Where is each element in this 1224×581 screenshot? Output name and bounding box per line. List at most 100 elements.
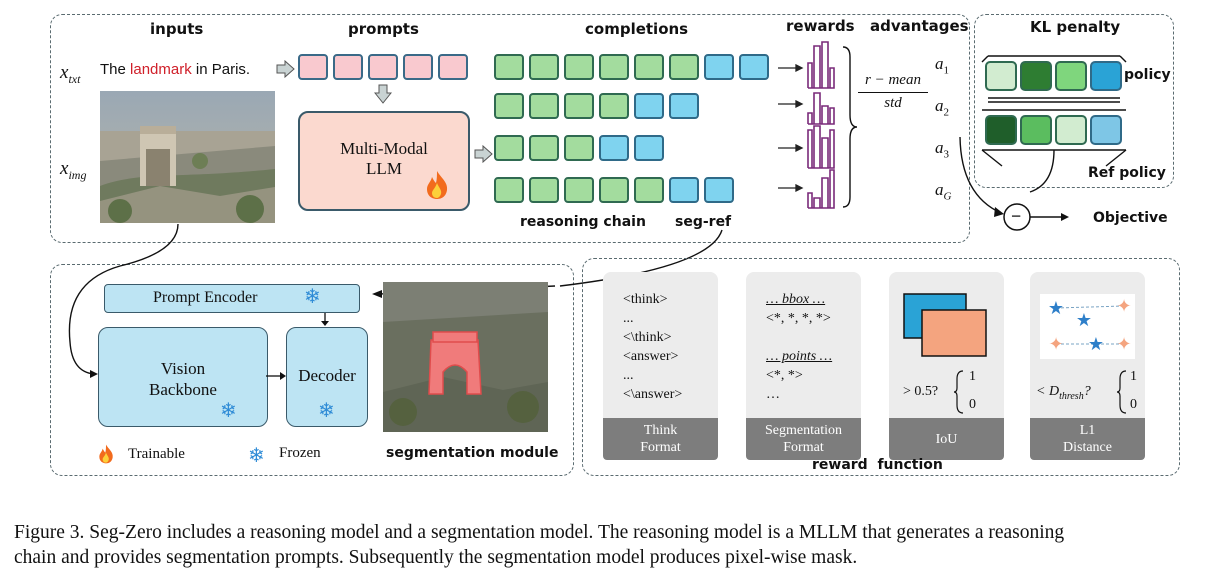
completion-token: [599, 93, 629, 119]
prompt-token: [368, 54, 398, 80]
input-image: [100, 91, 275, 223]
svg-text:★: ★: [1048, 298, 1064, 318]
seg-ref-token: [704, 54, 734, 80]
prompt-token: [403, 54, 433, 80]
completion-token: [564, 135, 594, 161]
segmentation-output-image: [383, 282, 548, 432]
completion-token: [494, 177, 524, 203]
seg-ref-token: [599, 135, 629, 161]
svg-text:✦: ✦: [1116, 296, 1131, 316]
reward-function-title: reward function: [812, 457, 943, 473]
segmentation-module-panel: [50, 264, 574, 476]
l1-zero: 0: [1130, 397, 1137, 412]
svg-text:✦: ✦: [1048, 334, 1063, 354]
iou-footer: IoU: [889, 418, 1004, 460]
iou-card: > 0.5? 1 0 IoU: [889, 272, 1004, 460]
image-to-backbone-connector: [68, 223, 179, 378]
x-img-label: ximg: [60, 158, 87, 182]
svg-text:★: ★: [1088, 334, 1104, 354]
encoder-to-decoder-arrow: [321, 313, 329, 326]
x-txt-label: xtxt: [60, 62, 81, 86]
ref-policy-label: Ref policy: [1088, 165, 1166, 181]
reward-function-panel: [582, 258, 1180, 476]
completion-token: [564, 93, 594, 119]
seg-ref-token: [704, 177, 734, 203]
advantage-a3: a3: [935, 138, 949, 161]
segmentation-format-footer: Segmentation Format: [746, 418, 861, 460]
decoder: Decoder: [286, 327, 368, 427]
completion-token: [529, 54, 559, 80]
snowflake-icon: ❄: [304, 286, 321, 308]
l1-distance-card: ★ ✦ ★ ★ ✦ ✦ < Dthresh? 1 0 L1 Distance: [1030, 272, 1145, 460]
backbone-to-decoder-arrow: [266, 372, 286, 380]
caption-line-2: chain and provides segmentation prompts.…: [14, 547, 858, 568]
completion-token: [599, 54, 629, 80]
completion-token: [494, 135, 524, 161]
iou-condition: > 0.5?: [903, 384, 939, 399]
seg-ref-token: [634, 93, 664, 119]
rewards-bars: [778, 41, 835, 209]
prompt-encoder: Prompt Encoder: [104, 284, 360, 313]
iou-one: 1: [969, 369, 976, 384]
svg-text:✦: ✦: [1116, 334, 1131, 354]
completion-token: [634, 177, 664, 203]
completion-token: [564, 177, 594, 203]
reward-brace: [842, 46, 858, 208]
prompt-token: [333, 54, 363, 80]
seg-ref-token: [669, 93, 699, 119]
completion-token: [599, 177, 629, 203]
header-advantages: advantages: [870, 17, 969, 35]
l1-condition: < Dthresh?: [1036, 384, 1091, 402]
fire-icon: [98, 444, 114, 469]
seg-ref-token: [739, 54, 769, 80]
reasoning-chain-label: reasoning chain: [520, 214, 646, 230]
snowflake-icon: ❄: [220, 400, 237, 422]
trainable-label: Trainable: [128, 446, 185, 462]
prompt-token: [438, 54, 468, 80]
segmentation-module-title: segmentation module: [386, 445, 559, 461]
l1-one: 1: [1130, 369, 1137, 384]
snowflake-icon: ❄: [318, 400, 335, 422]
completion-token: [529, 177, 559, 203]
kl-penalty-panel: [974, 14, 1174, 188]
snowflake-icon: ❄: [248, 445, 265, 467]
segmentation-format-card: … bbox … <*, *, *, *> … points … <*, *> …: [746, 272, 861, 460]
prompt-text: The landmark in Paris.: [100, 61, 251, 78]
llm-arrow: [474, 145, 493, 163]
completion-token: [494, 93, 524, 119]
objective-label: Objective: [1093, 210, 1168, 226]
grpo-panel: [50, 14, 970, 243]
figure-caption: Figure 3. Seg-Zero includes a reasoning …: [14, 520, 1219, 570]
down-arrow: [374, 84, 392, 104]
fire-icon: [425, 170, 449, 205]
think-format-card: <think> ... <\think> <answer> ... <\answ…: [603, 272, 718, 460]
header-inputs: inputs: [150, 20, 204, 38]
completion-token: [634, 54, 664, 80]
kl-diagram: [981, 55, 1127, 193]
policy-label: policy: [1124, 67, 1171, 83]
svg-text:★: ★: [1076, 310, 1092, 330]
minus-symbol: −: [1011, 206, 1022, 226]
think-format-footer: Think Format: [603, 418, 718, 460]
input-arrow: [276, 60, 295, 78]
header-completions: completions: [585, 20, 689, 38]
completion-token: [494, 54, 524, 80]
advantage-aG: aG: [935, 180, 952, 203]
seg-ref-token: [669, 177, 699, 203]
completion-token: [564, 54, 594, 80]
caption-line-1: Figure 3. Seg-Zero includes a reasoning …: [14, 522, 1065, 543]
advantage-formula: r − mean std: [858, 72, 928, 112]
advantage-a1: a1: [935, 54, 949, 77]
advantage-a2: a2: [935, 96, 949, 119]
completion-token: [529, 93, 559, 119]
completion-token: [529, 135, 559, 161]
seg-ref-label: seg-ref: [675, 214, 732, 230]
prompt-token: [298, 54, 328, 80]
frozen-label: Frozen: [279, 445, 321, 461]
header-kl-penalty: KL penalty: [1030, 18, 1121, 36]
completion-token: [669, 54, 699, 80]
iou-zero: 0: [969, 397, 976, 412]
l1-footer: L1 Distance: [1030, 418, 1145, 460]
seg-ref-token: [634, 135, 664, 161]
